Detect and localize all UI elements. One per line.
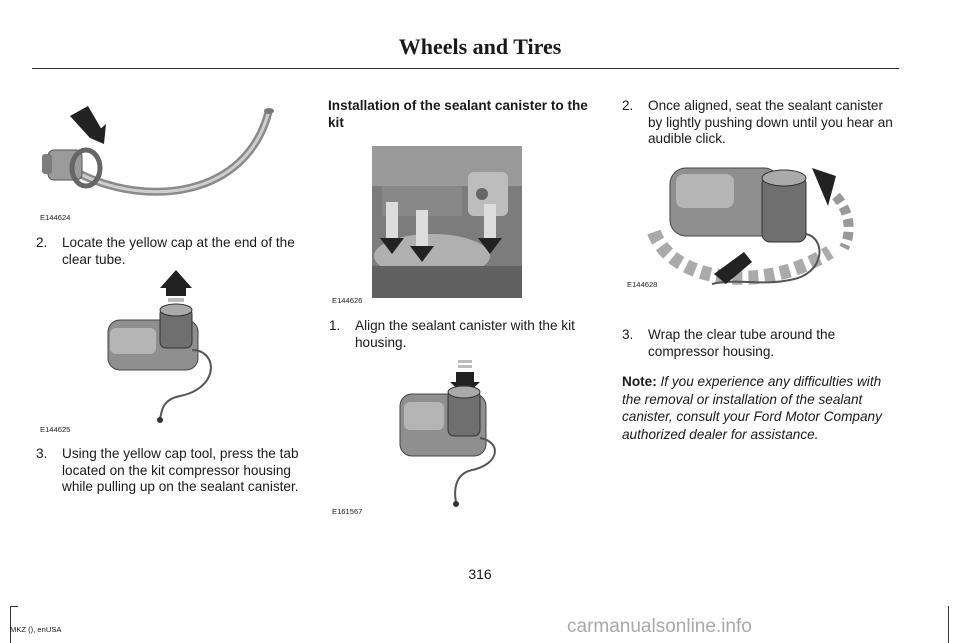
compressor-align-illustration xyxy=(399,360,496,507)
step-2-locate-cap: 2. Locate the yellow cap at the end of t… xyxy=(36,235,304,269)
figure-code: E144626 xyxy=(332,296,363,305)
page-title: Wheels and Tires xyxy=(398,34,562,59)
step-3-wrap-tube: 3. Wrap the clear tube around the compre… xyxy=(622,327,897,361)
step-number: 2. xyxy=(622,98,634,113)
section-heading: Installation of the sealant canister to … xyxy=(328,98,588,130)
header-rule xyxy=(32,68,899,69)
note-text: If you experience any difficulties with … xyxy=(622,374,882,442)
canister-install-closeup-illustration xyxy=(372,146,522,298)
figure-code: E161567 xyxy=(332,507,363,516)
compressor-wrap-tube-illustration xyxy=(647,167,854,285)
crop-mark xyxy=(10,606,11,643)
hose-cap-illustration xyxy=(42,106,274,196)
step-text: Align the sealant canister with the kit … xyxy=(355,318,575,350)
figure-code: E144624 xyxy=(40,213,71,222)
page-number: 316 xyxy=(468,566,492,582)
crop-mark xyxy=(948,606,949,643)
watermark: carmanualsonline.info xyxy=(567,616,752,637)
step-number: 1. xyxy=(329,318,341,333)
step-text: Wrap the clear tube around the compresso… xyxy=(648,327,836,359)
crop-mark xyxy=(10,606,18,607)
step-text: Using the yellow cap tool, press the tab… xyxy=(62,446,299,494)
step-text: Locate the yellow cap at the end of the … xyxy=(62,235,295,267)
note-paragraph: Note: If you experience any difficulties… xyxy=(622,373,897,443)
step-1-align-canister: 1. Align the sealant canister with the k… xyxy=(329,318,599,352)
figure-code: E144628 xyxy=(627,280,658,289)
step-text: Once aligned, seat the sealant canister … xyxy=(648,98,893,146)
step-number: 2. xyxy=(36,235,48,250)
footer-model: MKZ (), enUSA xyxy=(10,625,62,634)
step-2-seat-canister: 2. Once aligned, seat the sealant canist… xyxy=(622,98,897,150)
note-label: Note: xyxy=(622,374,657,389)
step-number: 3. xyxy=(36,446,48,461)
step-3-press-tab: 3. Using the yellow cap tool, press the … xyxy=(36,446,306,498)
compressor-remove-illustration xyxy=(107,270,212,423)
figure-code: E144625 xyxy=(40,425,71,434)
step-number: 3. xyxy=(622,327,634,342)
